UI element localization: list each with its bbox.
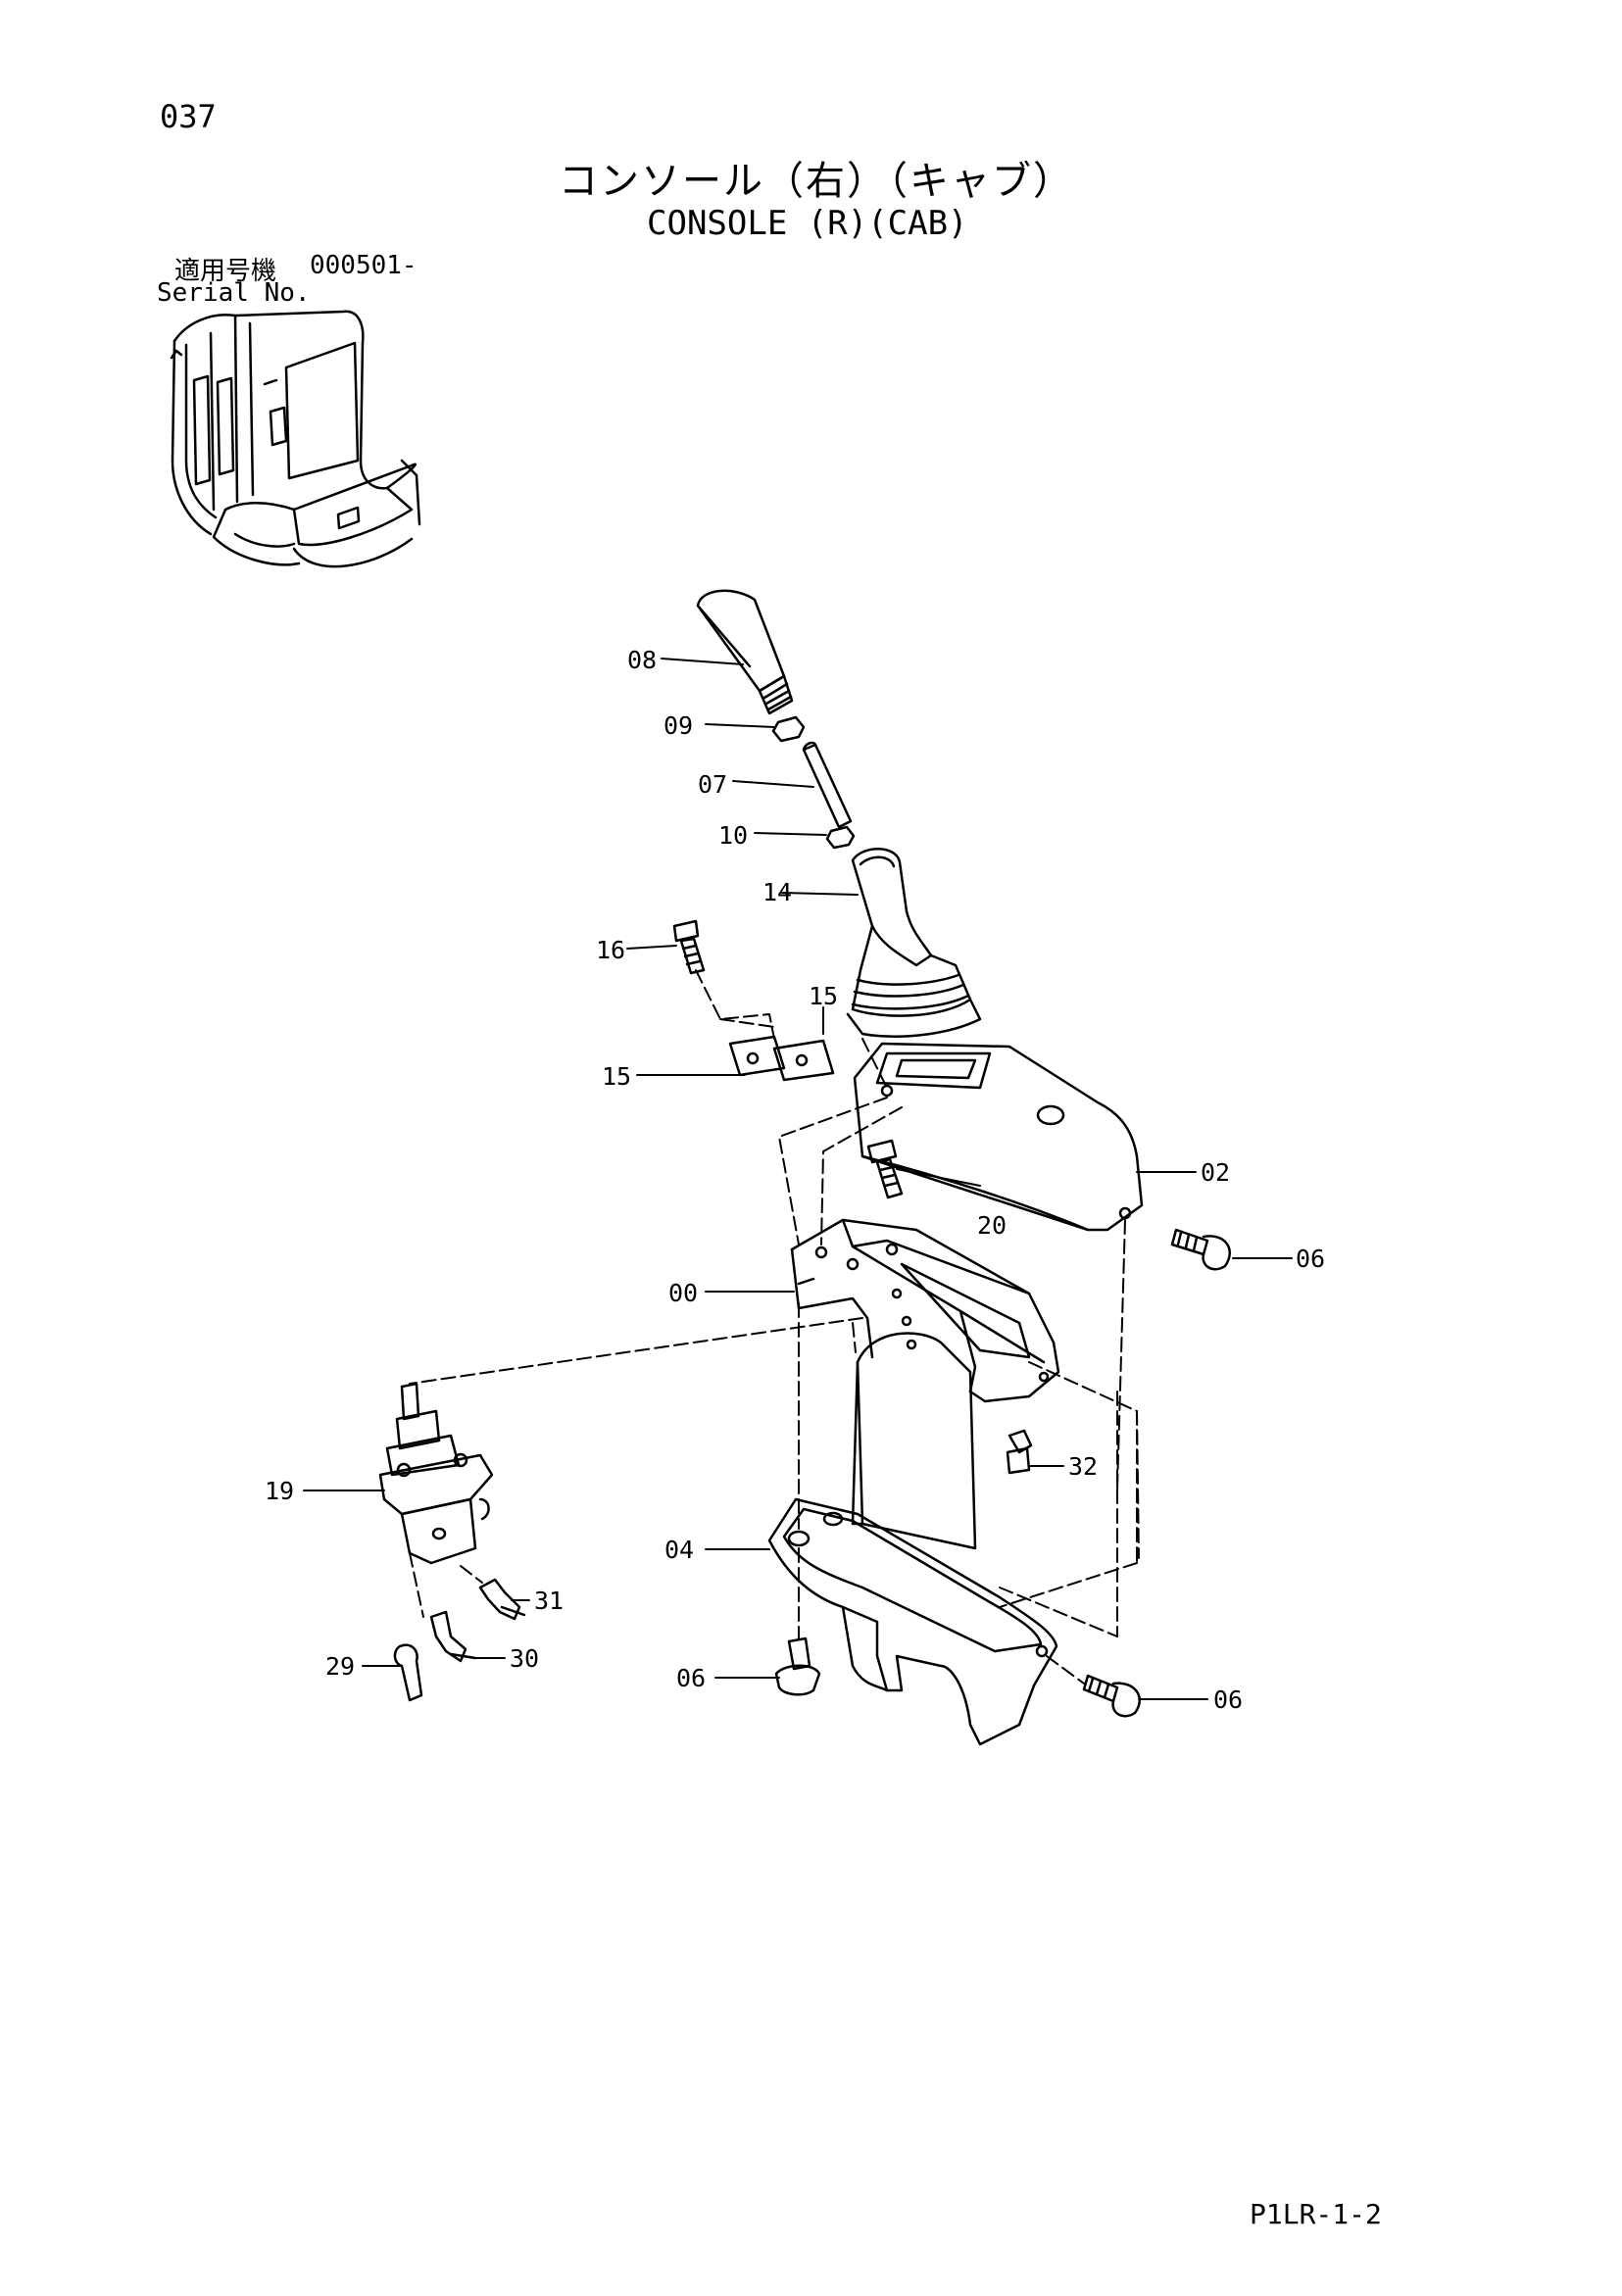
part-label-29: 29 <box>325 1652 356 1681</box>
part-04-lower-cover <box>767 1497 1058 1746</box>
serial-label-japanese: 適用号機 <box>174 257 277 286</box>
part-19-pilot-valve <box>378 1382 494 1565</box>
part-07-lever-rod <box>802 741 853 829</box>
part-31-elbow-fitting <box>478 1578 526 1621</box>
part-label-08: 08 <box>627 646 658 674</box>
part-32-clip <box>1006 1429 1033 1475</box>
part-20-bolt <box>866 1139 904 1199</box>
part-16-bolt <box>672 919 706 975</box>
part-label-04: 04 <box>664 1536 695 1564</box>
part-06-bolt-upper <box>1170 1228 1231 1271</box>
part-label-15-lower: 15 <box>602 1062 632 1091</box>
drawing-code: P1LR-1-2 <box>1250 2198 1382 2230</box>
part-label-06-lower-right: 06 <box>1213 1685 1244 1714</box>
part-label-14: 14 <box>762 878 793 906</box>
part-10-nut <box>825 825 856 850</box>
part-label-19: 19 <box>265 1477 295 1505</box>
part-15-plates <box>728 1035 835 1082</box>
part-label-16: 16 <box>596 936 626 964</box>
part-02-console-cover <box>853 1042 1144 1232</box>
part-14-boot <box>846 848 982 1038</box>
page-title-japanese: コンソール（右）（キャブ） <box>559 159 1074 204</box>
part-label-06-lower-left: 06 <box>676 1664 707 1692</box>
part-06-bolt-lower-left <box>774 1637 821 1696</box>
page-number: 037 <box>160 98 217 135</box>
part-label-15-upper: 15 <box>809 982 839 1010</box>
serial-range: 000501- <box>310 251 418 280</box>
part-29-elbow-fitting <box>393 1643 423 1702</box>
part-08-lever-grip <box>696 589 794 715</box>
part-label-10: 10 <box>718 821 749 850</box>
part-label-07: 07 <box>698 770 728 799</box>
dashed-assembly-lines <box>409 969 1140 1685</box>
part-label-02: 02 <box>1201 1158 1231 1187</box>
part-label-00: 00 <box>668 1279 699 1307</box>
part-09-nut <box>771 715 806 743</box>
page-title-english: CONSOLE (R)(CAB) <box>647 204 968 243</box>
part-label-32: 32 <box>1068 1452 1099 1481</box>
part-30-elbow-fitting <box>429 1610 477 1663</box>
inner-panel <box>851 1332 977 1550</box>
part-label-31: 31 <box>534 1587 565 1615</box>
part-label-20: 20 <box>977 1211 1008 1240</box>
part-label-06-upper: 06 <box>1296 1245 1326 1273</box>
part-label-30: 30 <box>510 1644 540 1673</box>
part-06-bolt-lower-right <box>1082 1674 1141 1718</box>
serial-label-english: Serial No. <box>157 278 311 308</box>
part-label-09: 09 <box>664 711 694 740</box>
part-00-bracket <box>790 1218 1060 1403</box>
leader-lines <box>303 658 1293 1700</box>
cab-thumbnail-illustration <box>170 310 421 568</box>
